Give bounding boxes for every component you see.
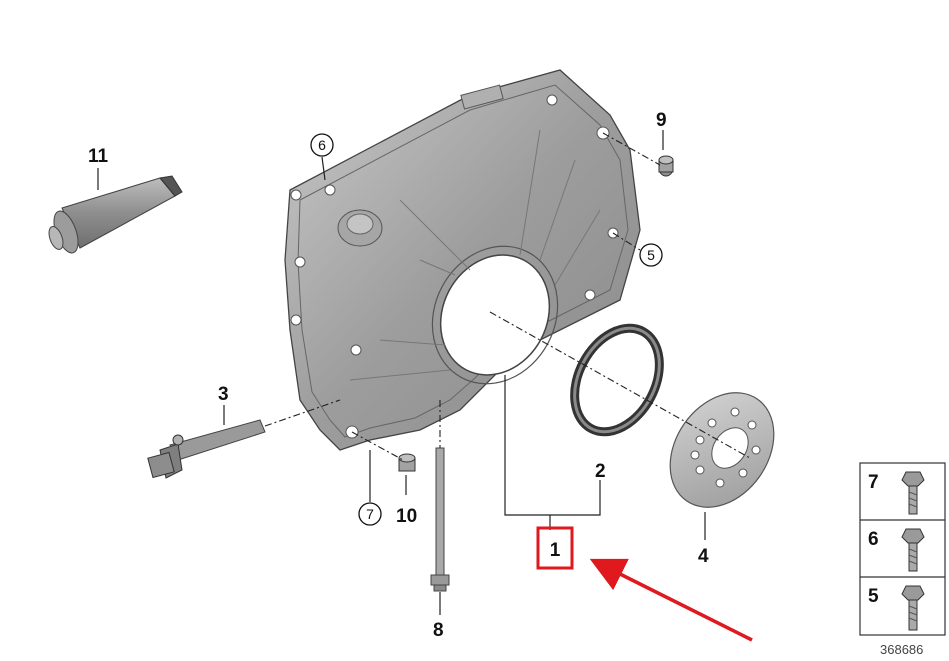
- callout-7-circle: 7: [358, 502, 382, 526]
- callout-6: 6: [318, 137, 326, 153]
- fastener-legend: 7 6 5: [859, 462, 946, 636]
- callout-7: 7: [366, 506, 374, 522]
- bolt-6-icon: [901, 528, 925, 572]
- callout-3: 3: [218, 384, 229, 405]
- sleeve-9-icon[interactable]: [658, 155, 674, 177]
- timing-cover-icon[interactable]: [284, 69, 641, 451]
- callout-5-circle: 5: [639, 243, 663, 267]
- callout-10: 10: [396, 506, 417, 527]
- red-arrow-icon: [589, 558, 753, 642]
- highlight-box: [536, 526, 574, 570]
- sleeve-10-icon[interactable]: [398, 453, 416, 472]
- leader-lines: [97, 130, 751, 615]
- legend-label-6: 6: [868, 529, 879, 550]
- callout-8: 8: [433, 620, 444, 641]
- legend-label-5: 5: [868, 586, 879, 607]
- reference-number: 368686: [880, 642, 923, 657]
- pulse-wheel-icon[interactable]: [649, 373, 795, 527]
- callout-9: 9: [656, 110, 667, 131]
- sealant-tube-icon[interactable]: [46, 175, 183, 256]
- callout-6-circle: 6: [310, 133, 334, 157]
- callout-5: 5: [647, 247, 655, 263]
- bolt-5-icon: [901, 585, 925, 631]
- legend-label-7: 7: [868, 472, 879, 493]
- seal-ring-icon[interactable]: [558, 314, 677, 447]
- bolt-7-icon: [901, 471, 925, 515]
- long-bolt-icon[interactable]: [430, 447, 450, 592]
- callout-4: 4: [698, 546, 709, 567]
- callout-1[interactable]: 1: [550, 540, 561, 561]
- callout-11: 11: [88, 146, 109, 167]
- callout-2: 2: [595, 461, 606, 482]
- sensor-icon[interactable]: [147, 419, 266, 479]
